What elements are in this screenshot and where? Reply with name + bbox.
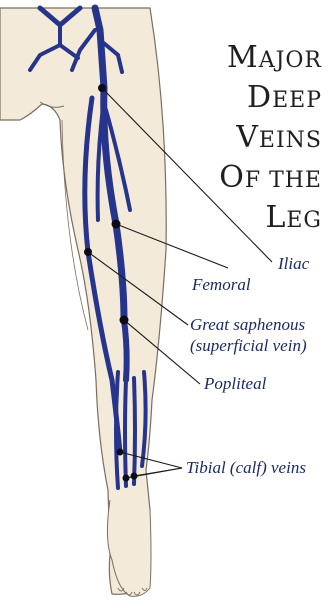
- title-line-4: OF THE: [219, 160, 322, 195]
- tibial-vein-1: [116, 372, 118, 488]
- saphenous-dot: [84, 248, 92, 256]
- title-line-2: DEEP: [247, 80, 322, 115]
- tibial-dot-3: [131, 473, 138, 480]
- label-superficial-vein: (superficial vein): [190, 336, 307, 356]
- popliteal-vein: [124, 320, 127, 380]
- popliteal-dot: [120, 316, 129, 325]
- tibial-vein-2: [125, 380, 126, 486]
- femoral-dot: [112, 220, 121, 229]
- leg-silhouette: [0, 8, 166, 596]
- tibial-dot-1: [117, 449, 124, 456]
- title-line-1: MAJOR: [227, 40, 322, 75]
- label-tibial-veins: Tibial (calf) veins: [186, 458, 306, 478]
- label-femoral: Femoral: [192, 275, 251, 295]
- label-iliac: Iliac: [278, 254, 309, 274]
- label-great-saphenous: Great saphenous: [190, 315, 305, 335]
- title-line-3: VEINS: [236, 120, 322, 155]
- label-popliteal: Popliteal: [204, 374, 266, 394]
- tibial-vein-3: [134, 378, 135, 484]
- title-line-5: LEG: [265, 200, 322, 235]
- iliac-dot: [98, 84, 106, 92]
- hip-outline: [0, 8, 166, 594]
- tibial-dot-2: [123, 475, 130, 482]
